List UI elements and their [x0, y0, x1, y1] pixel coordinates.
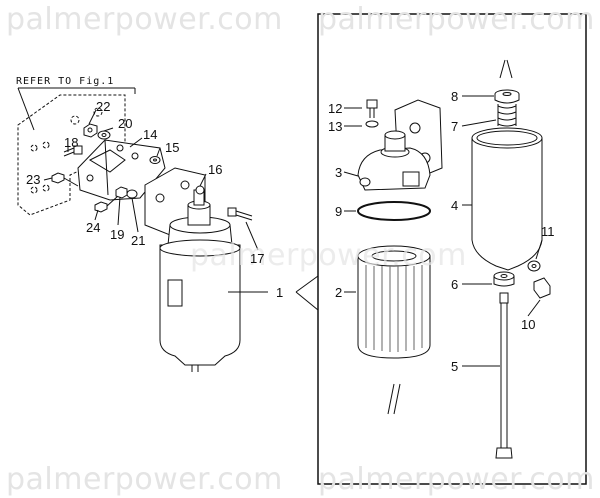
- part-label-21: 21: [131, 233, 146, 248]
- reference-note: REFER TO Fig.1: [16, 76, 115, 87]
- part-label-18: 18: [64, 135, 79, 150]
- mounting-bracket: [78, 140, 165, 200]
- part-label-12: 12: [328, 101, 343, 116]
- filter-bowl: [472, 128, 542, 270]
- element-centerline: [388, 384, 394, 414]
- o-ring: [358, 202, 430, 220]
- drain-plug: [528, 261, 550, 298]
- element-centerline-2: [394, 384, 400, 414]
- part-label-1: 1: [276, 285, 284, 300]
- part-label-4: 4: [451, 198, 459, 213]
- part-label-8: 8: [451, 89, 459, 104]
- watermark-middle: palmerpower.com: [190, 238, 467, 273]
- head-bolt: [366, 100, 378, 127]
- watermark-bottom-right: palmerpower.com: [318, 462, 595, 497]
- part-label-24: 24: [86, 220, 101, 235]
- right-leader-lines: [344, 96, 542, 366]
- part-label-16: 16: [208, 162, 223, 177]
- left-leader-lines: [44, 110, 258, 250]
- part-label-5: 5: [451, 359, 459, 374]
- center-bolt: [496, 293, 512, 458]
- part-label-6: 6: [451, 277, 459, 292]
- exploded-view-frame: [318, 14, 586, 484]
- part-label-10: 10: [521, 317, 536, 332]
- top-centerline-2: [507, 60, 512, 78]
- part-label-14: 14: [143, 127, 158, 142]
- part-label-3: 3: [335, 165, 343, 180]
- part-label-20: 20: [118, 116, 133, 131]
- top-centerline: [500, 60, 505, 78]
- part-label-22: 22: [96, 99, 111, 114]
- top-fitting: [495, 90, 519, 126]
- left-hardware: [52, 124, 160, 212]
- assembled-filter: [145, 168, 252, 372]
- part-label-15: 15: [165, 140, 180, 155]
- part-label-2: 2: [335, 285, 343, 300]
- part-label-17: 17: [250, 251, 265, 266]
- part-label-23: 23: [26, 172, 41, 187]
- engine-mount-plate: [18, 95, 125, 215]
- part-label-9: 9: [335, 204, 343, 219]
- filter-head: [358, 100, 442, 190]
- drain-nut: [494, 272, 514, 286]
- watermark-top-right: palmerpower.com: [318, 2, 595, 37]
- watermark-top-left: palmerpower.com: [6, 2, 283, 37]
- reference-leader: [18, 88, 135, 130]
- filter-element: [358, 246, 430, 358]
- part-label-13: 13: [328, 119, 343, 134]
- part-label-7: 7: [451, 119, 459, 134]
- watermark-bottom-left: palmerpower.com: [6, 462, 283, 497]
- part-label-19: 19: [110, 227, 125, 242]
- part-label-11: 11: [541, 224, 555, 239]
- assembly-leader: [228, 276, 318, 310]
